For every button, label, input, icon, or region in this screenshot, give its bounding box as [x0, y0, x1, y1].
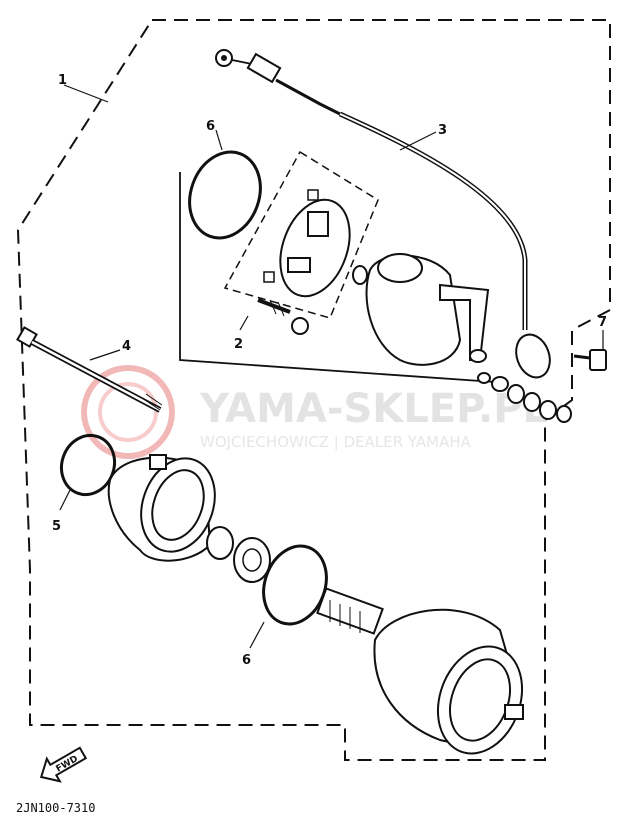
- brush-holder-assembly: [257, 189, 351, 317]
- bolt-7: [573, 349, 607, 371]
- callout-1: 1: [58, 73, 67, 88]
- callout-5: 5: [52, 519, 61, 534]
- watermark: YAMA-SKLEP.PL WOJCIECHOWICZ | DEALER YAM…: [81, 365, 548, 459]
- washer: [352, 265, 368, 285]
- terminal-nuts: [477, 372, 572, 423]
- leader-lines: [59, 84, 604, 649]
- oil-seal: [233, 537, 271, 583]
- watermark-subtitle: WOJCIECHOWICZ | DEALER YAMAHA: [200, 433, 472, 451]
- callout-7: 7: [598, 315, 607, 330]
- front-cover: [365, 253, 490, 366]
- brush-holder-boundary: [223, 150, 379, 319]
- assembly-boundary: [16, 19, 611, 761]
- oil-seal-inner: [242, 548, 262, 572]
- watermark-title: YAMA-SKLEP.PL: [199, 386, 548, 432]
- watermark-logo-icon: [81, 365, 175, 459]
- lead-wire: [215, 49, 551, 379]
- diagram-code: 2JN100-7310: [16, 801, 95, 815]
- callout-4: 4: [122, 339, 131, 354]
- fwd-arrow-icon: FWD: [39, 746, 88, 783]
- callout-2: 2: [234, 337, 243, 352]
- callout-6-bottom: 6: [242, 653, 251, 668]
- callout-3: 3: [438, 123, 447, 138]
- subassembly-boundary: [179, 172, 496, 383]
- o-ring-top: [188, 150, 262, 240]
- watermark-logo-inner-icon: [98, 382, 158, 442]
- rear-cover: [107, 454, 216, 562]
- through-bolt: [16, 326, 163, 413]
- callout-6-top: 6: [206, 119, 215, 134]
- armature-yoke: [316, 587, 524, 755]
- washer: [291, 317, 309, 335]
- bearing: [206, 526, 234, 560]
